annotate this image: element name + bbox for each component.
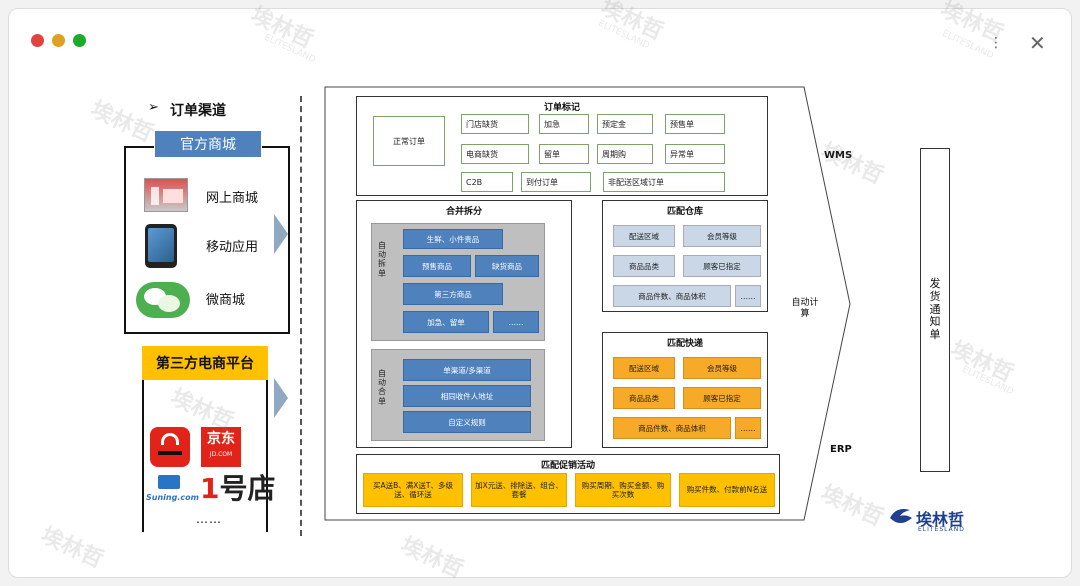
split-out-of-stock: 缺货商品	[475, 255, 539, 277]
mobile-app-label: 移动应用	[206, 240, 259, 255]
split-more: ……	[493, 311, 539, 333]
wh-customer-specified: 顾客已指定	[683, 255, 761, 277]
merge-same-address: 相同收件人地址	[403, 385, 531, 407]
auto-calc-label: 自动计算	[791, 298, 819, 319]
storefront-photo-icon	[144, 178, 188, 212]
company-logo-icon	[886, 504, 916, 526]
ex-more: ……	[735, 417, 761, 439]
heading-arrow: ➢	[148, 100, 159, 115]
merge-custom-rule: 自定义规则	[403, 411, 531, 433]
close-icon[interactable]: ✕	[1029, 31, 1046, 55]
match-warehouse-panel: 匹配仓库 配送区域 会员等级 商品品类 顾客已指定 商品件数、商品体积 ……	[602, 200, 768, 312]
dots-icon[interactable]: ⋮	[989, 35, 1003, 51]
ex-member-level: 会员等级	[683, 357, 761, 379]
mark-store-out-of-stock: 门店缺货	[461, 114, 529, 134]
smartphone-icon	[145, 224, 177, 268]
mark-non-delivery-area: 非配送区域订单	[603, 172, 725, 192]
minimize-window-dot[interactable]	[52, 34, 65, 47]
third-party-arrow	[274, 378, 288, 418]
ex-qty-volume: 商品件数、商品体积	[613, 417, 731, 439]
wh-more: ……	[735, 285, 761, 307]
merge-channel: 单渠道/多渠道	[403, 359, 531, 381]
auto-merge-label: 自动合单	[378, 369, 386, 406]
mark-ecom-out-of-stock: 电商缺货	[461, 144, 529, 164]
third-party-title: 第三方电商平台	[142, 346, 268, 380]
split-third-party: 第三方商品	[403, 283, 503, 305]
jd-icon: 京东 JD.COM	[201, 427, 241, 467]
match-express-panel: 匹配快递 配送区域 会员等级 商品品类 顾客已指定 商品件数、商品体积 ……	[602, 332, 768, 448]
diagram-canvas: ➢ 订单渠道 官方商城 网上商城 移动应用 微商城 第三方电商平台 京东 JD.…	[18, 76, 1058, 548]
maximize-window-dot[interactable]	[73, 34, 86, 47]
mark-cod: 到付订单	[521, 172, 591, 192]
mark-hold: 留单	[539, 144, 589, 164]
suning-icon: Suning.com	[146, 473, 199, 509]
suning-logo-text: Suning.com	[146, 493, 199, 502]
close-window-dot[interactable]	[31, 34, 44, 47]
normal-order: 正常订单	[373, 116, 445, 166]
delivery-notice-label: 发货通知单	[929, 277, 941, 341]
online-mall-label: 网上商城	[206, 191, 259, 206]
tmall-icon	[150, 427, 190, 467]
match-express-title: 匹配快递	[666, 339, 703, 349]
mark-periodic: 周期购	[597, 144, 653, 164]
promo-add-price: 加X元送、排除送、组合、套餐	[471, 473, 567, 507]
ex-customer-specified: 顾客已指定	[683, 387, 761, 409]
merge-split-panel: 合并拆分 自动拆单 生鲜、小件贵品 预售商品 缺货商品 第三方商品 加急、留单 …	[356, 200, 572, 448]
auto-split-label: 自动拆单	[378, 241, 386, 278]
official-arrow	[274, 214, 288, 254]
jd-logo-sub: JD.COM	[209, 451, 233, 458]
wh-delivery-area: 配送区域	[613, 225, 675, 247]
wh-qty-volume: 商品件数、商品体积	[613, 285, 731, 307]
jd-logo-text: 京东	[207, 431, 235, 447]
order-marks-title: 订单标记	[543, 103, 580, 113]
match-warehouse-title: 匹配仓库	[666, 207, 703, 217]
order-channel-heading: 订单渠道	[170, 103, 226, 119]
wh-category: 商品品类	[613, 255, 675, 277]
mark-deposit: 预定金	[597, 114, 653, 134]
mark-exception: 异常单	[665, 144, 725, 164]
promo-buy-gift: 买A送B、满X送T、多级送、循环送	[363, 473, 463, 507]
match-promo-title: 匹配促销活动	[540, 461, 595, 471]
company-logo-sub: ELITESLAND	[918, 526, 965, 533]
mark-presale: 预售单	[665, 114, 725, 134]
order-marks-panel: 订单标记 正常订单 门店缺货 加急 预定金 预售单 电商缺货 留单 周期购 异常…	[356, 96, 768, 196]
company-logo-text: 埃林哲	[916, 510, 965, 529]
official-mall-title: 官方商城	[154, 130, 262, 158]
third-party-box	[142, 356, 268, 532]
third-party-more: ……	[196, 512, 222, 526]
erp-label: ERP	[830, 444, 852, 455]
split-presale: 预售商品	[403, 255, 471, 277]
match-promo-panel: 匹配促销活动 买A送B、满X送T、多级送、循环送 加X元送、排除送、组合、套餐 …	[356, 454, 780, 514]
wh-member-level: 会员等级	[683, 225, 761, 247]
promo-period-amount: 购买周期、购买金额、购买次数	[575, 473, 671, 507]
mark-c2b: C2B	[461, 172, 513, 192]
ex-delivery-area: 配送区域	[613, 357, 675, 379]
split-urgent-hold: 加急、留单	[403, 311, 489, 333]
wms-label: WMS	[824, 150, 853, 161]
split-fresh-valuable: 生鲜、小件贵品	[403, 229, 503, 249]
mark-urgent: 加急	[539, 114, 589, 134]
wechat-icon	[136, 282, 190, 318]
promo-qty-top-n: 购买件数、付款前N名送	[679, 473, 775, 507]
micro-mall-label: 微商城	[206, 293, 246, 308]
divider-line	[300, 96, 302, 536]
merge-split-title: 合并拆分	[445, 207, 482, 217]
delivery-notice-box: 发货通知单	[920, 148, 950, 472]
yhd-icon: 1号店	[200, 472, 276, 505]
ex-category: 商品品类	[613, 387, 675, 409]
